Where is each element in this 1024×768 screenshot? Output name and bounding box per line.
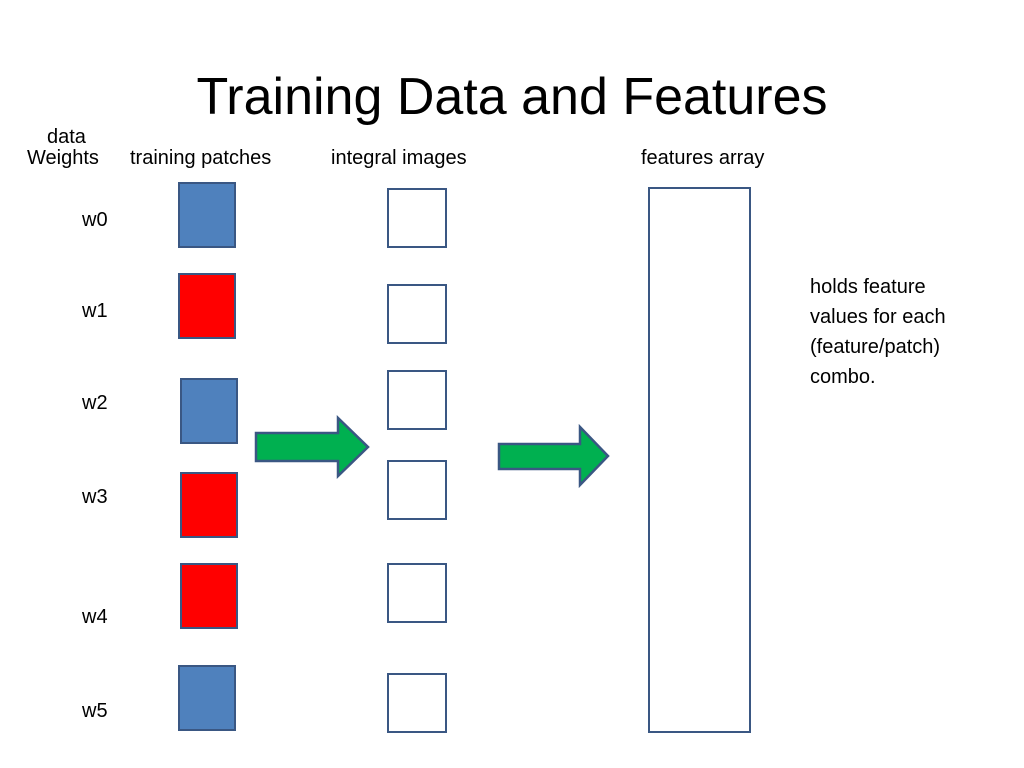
header-features-array: features array	[641, 147, 765, 169]
training-patch-3	[180, 472, 238, 538]
integral-image-2	[387, 370, 447, 430]
features-array-box	[648, 187, 751, 733]
training-patch-2	[180, 378, 238, 444]
note-line: holds feature	[810, 276, 926, 298]
integral-image-3	[387, 460, 447, 520]
training-patch-5	[178, 665, 236, 731]
integral-image-5	[387, 673, 447, 733]
weight-label-w3: w3	[82, 486, 108, 508]
weight-label-w4: w4	[82, 606, 108, 628]
integral-image-4	[387, 563, 447, 623]
slide-title: Training Data and Features	[196, 68, 828, 126]
note-line: (feature/patch)	[810, 336, 941, 358]
weight-label-w2: w2	[82, 392, 108, 414]
weight-label-w0: w0	[82, 209, 108, 231]
header-integral-images: integral images	[331, 147, 467, 169]
arrow-icon-integral-to-features	[497, 423, 610, 489]
training-patch-4	[180, 563, 238, 629]
weight-label-w5: w5	[82, 700, 108, 722]
features-note: holds feature values for each (feature/p…	[810, 272, 1000, 392]
header-data: data	[47, 126, 86, 148]
note-line: values for each	[810, 306, 946, 328]
weight-label-w1: w1	[82, 300, 108, 322]
header-training-patches: training patches	[130, 147, 272, 169]
integral-image-0	[387, 188, 447, 248]
header-weights: Weights	[27, 147, 99, 169]
arrow-icon-patches-to-integral	[254, 415, 370, 479]
training-patch-0	[178, 182, 236, 248]
integral-image-1	[387, 284, 447, 344]
training-patch-1	[178, 273, 236, 339]
note-line: combo.	[810, 366, 876, 388]
